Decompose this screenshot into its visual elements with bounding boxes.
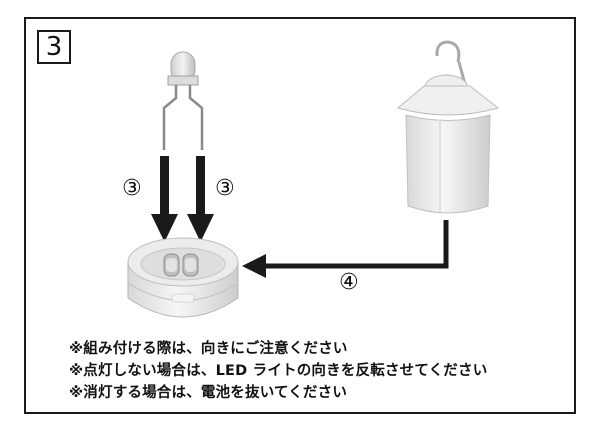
step-number: 3 (37, 30, 71, 64)
diagram-frame (24, 17, 576, 414)
notes-block: ※組み付ける際は、向きにご注意ください ※点灯しない場合は、LED ライトの向き… (69, 338, 487, 404)
insert-arrow-left (151, 156, 178, 242)
step-marker-right: ③ (215, 176, 235, 201)
note-remove-battery: ※消灯する場合は、電池を抜いてください (69, 385, 348, 401)
attach-arrow (242, 220, 449, 278)
step-marker-left: ③ (122, 176, 142, 201)
insert-arrow-right (187, 156, 214, 242)
lantern-shade-illustration (396, 40, 500, 214)
step-marker-attach: ④ (339, 270, 359, 295)
battery-holder-illustration (127, 237, 239, 318)
led-bulb-illustration (162, 51, 204, 150)
note-reverse-led: ※点灯しない場合は、LED ライトの向きを反転させてください (69, 363, 488, 379)
note-orientation: ※組み付ける際は、向きにご注意ください (69, 341, 348, 357)
